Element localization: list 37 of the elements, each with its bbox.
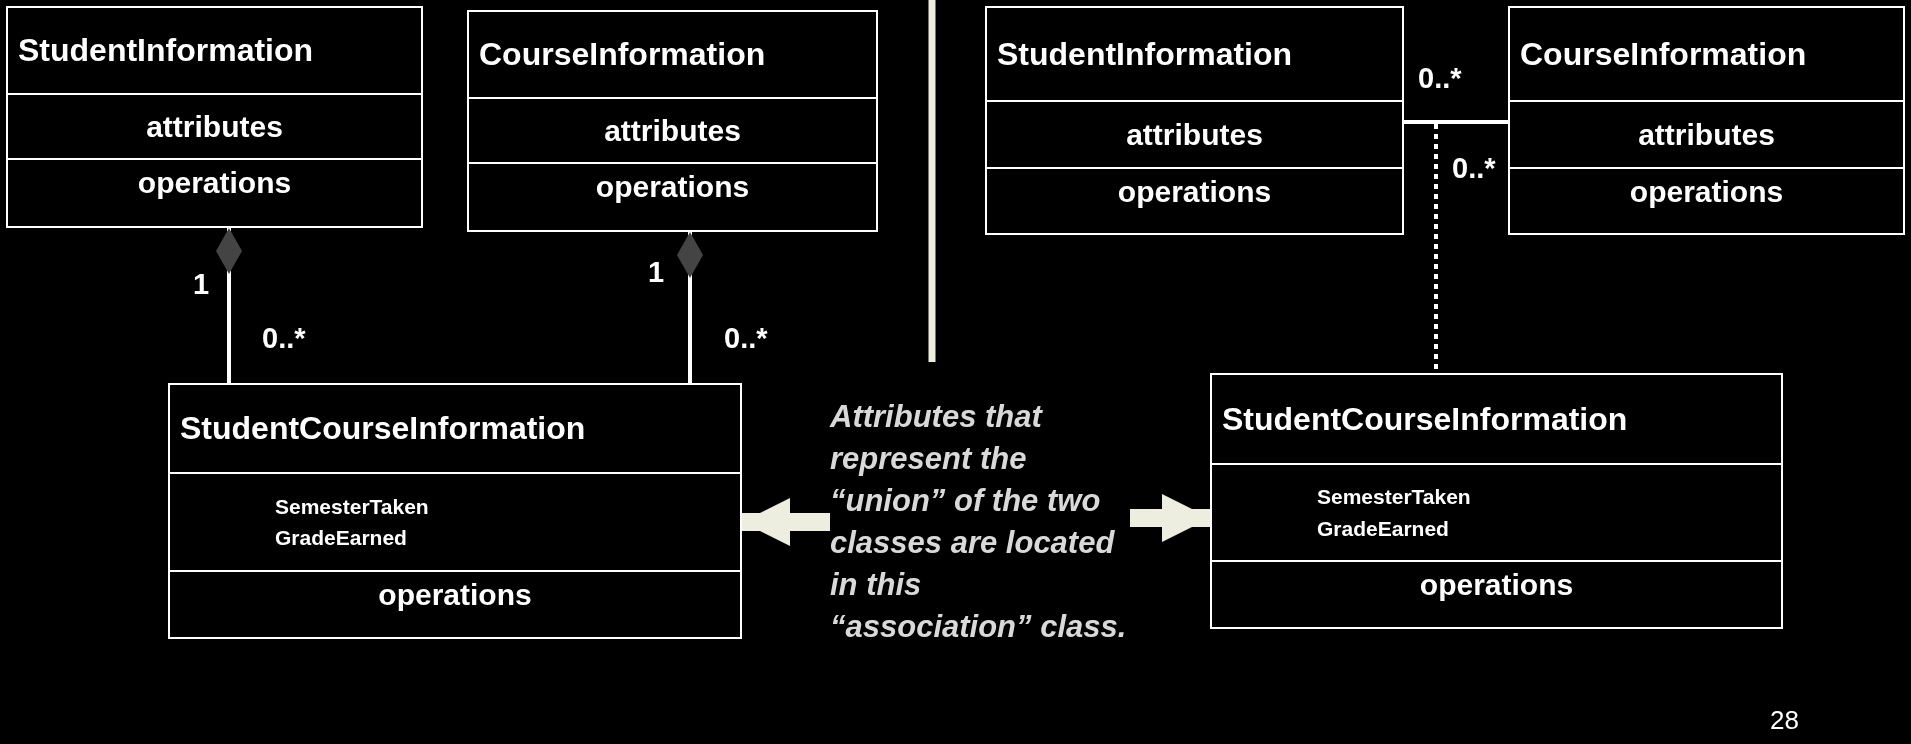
operations-label: operations — [1419, 568, 1574, 602]
multiplicity-label: 0..* — [724, 322, 768, 355]
class-box — [1508, 6, 1905, 235]
multiplicity-label: 1 — [648, 256, 665, 289]
attribute-list: SemesterTaken GradeEarned — [275, 490, 465, 554]
multiplicity-label: 0..* — [1452, 152, 1496, 185]
class-box — [985, 6, 1404, 235]
class-name: StudentCourseInformation — [1222, 400, 1628, 438]
attributes-label: attributes — [1126, 117, 1263, 152]
operations-label: operations — [137, 166, 292, 200]
class-box — [467, 10, 878, 232]
class-name: StudentInformation — [997, 35, 1293, 73]
class-name: StudentCourseInformation — [180, 410, 586, 447]
multiplicity-label: 0..* — [1418, 62, 1462, 95]
composition-line — [677, 232, 703, 383]
arrow — [742, 498, 830, 546]
multiplicity-label: 0..* — [262, 322, 306, 355]
attributes-label: attributes — [1638, 117, 1775, 152]
attribute-list: SemesterTaken GradeEarned — [1317, 481, 1507, 544]
attributes-label: attributes — [146, 109, 283, 144]
operations-label: operations — [1629, 175, 1784, 209]
operations-label: operations — [595, 170, 750, 204]
page-number: 28 — [1770, 705, 1799, 736]
class-box — [168, 383, 742, 639]
composition-line — [216, 228, 242, 383]
class-box — [6, 6, 423, 228]
note-text: Attributes that represent the “union” of the two classes are located in this “association” class. — [830, 396, 1130, 648]
class-box — [1210, 373, 1783, 629]
class-name: StudentInformation — [18, 32, 314, 69]
association-line — [1404, 120, 1508, 124]
multiplicity-label: 1 — [193, 268, 210, 301]
attributes-label: attributes — [604, 113, 741, 148]
arrow — [1130, 494, 1210, 542]
operations-label: operations — [1117, 175, 1272, 209]
class-name: CourseInformation — [479, 36, 766, 73]
operations-label: operations — [378, 578, 532, 612]
class-name: CourseInformation — [1520, 35, 1807, 73]
